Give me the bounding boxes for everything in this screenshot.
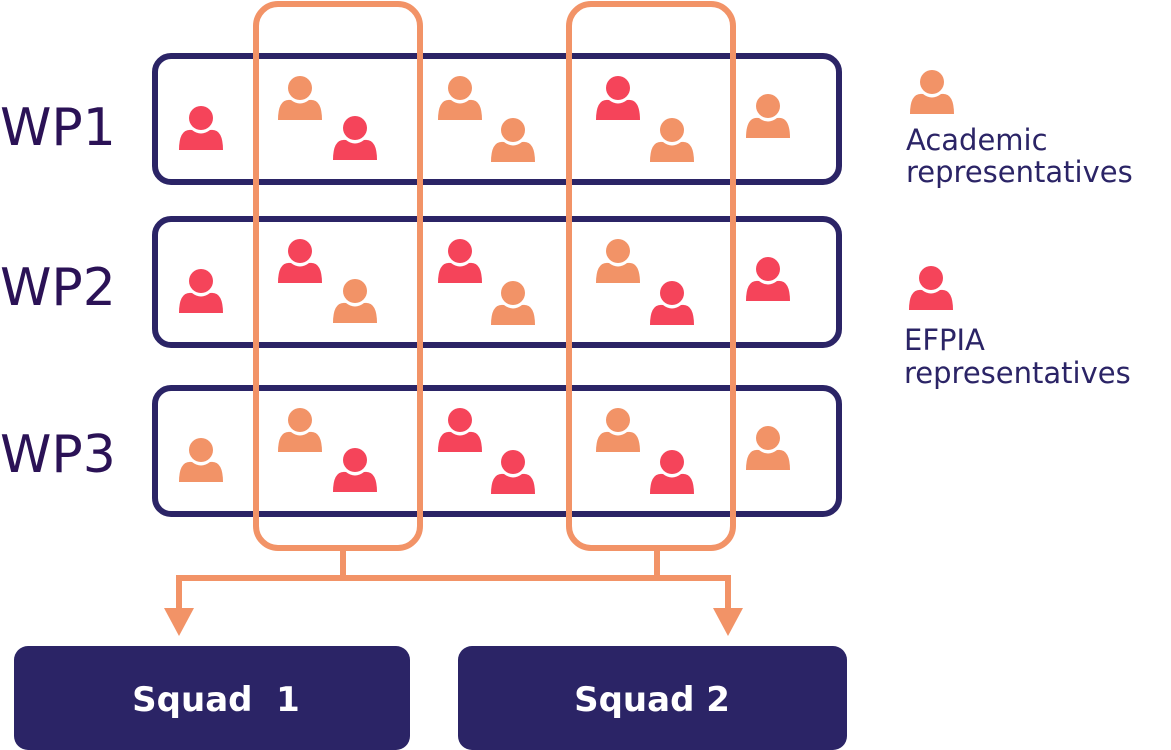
- wp-row-box: [152, 216, 842, 348]
- wp-row-1: WP1: [0, 53, 842, 185]
- efpia-person-icon: [278, 239, 322, 283]
- wp-label: WP2: [0, 258, 116, 318]
- academic-person-icon: [278, 408, 322, 452]
- efpia-person-icon: [438, 239, 482, 283]
- person-icon: [910, 70, 954, 114]
- wp-label: WP1: [0, 98, 116, 158]
- efpia-person-icon: [909, 266, 953, 310]
- wp-row-box: [152, 385, 842, 517]
- efpia-person-icon: [333, 448, 377, 492]
- legend: Academic representatives EFPIA represent…: [904, 70, 1133, 390]
- efpia-person-icon: [491, 450, 535, 494]
- wp-people: [179, 239, 790, 325]
- squad-1-label: Squad 1: [132, 680, 300, 720]
- person-icon: [909, 266, 953, 310]
- squad-1-box: Squad 1: [14, 646, 410, 750]
- wp-row-box: [152, 53, 842, 185]
- academic-person-icon: [746, 94, 790, 138]
- academic-person-icon: [333, 279, 377, 323]
- squad-2-outline: [566, 1, 736, 551]
- wp-people: [179, 76, 790, 162]
- efpia-person-icon: [650, 281, 694, 325]
- wp-row-2: WP2: [0, 216, 842, 348]
- academic-person-icon: [746, 426, 790, 470]
- wp-label: WP3: [0, 425, 116, 485]
- academic-person-icon: [278, 76, 322, 120]
- academic-person-icon: [650, 118, 694, 162]
- squad-1-outline: [253, 1, 423, 551]
- connector: [176, 548, 731, 614]
- efpia-person-icon: [650, 450, 694, 494]
- legend-academic-line2: representatives: [906, 155, 1133, 189]
- squad-2-label: Squad 2: [574, 680, 730, 720]
- efpia-person-icon: [333, 116, 377, 160]
- efpia-person-icon: [746, 257, 790, 301]
- academic-person-icon: [596, 239, 640, 283]
- efpia-person-icon: [438, 408, 482, 452]
- academic-person-icon: [596, 408, 640, 452]
- academic-person-icon: [179, 438, 223, 482]
- efpia-person-icon: [179, 106, 223, 150]
- academic-person-icon: [910, 70, 954, 114]
- legend-academic-line1: Academic: [906, 123, 1048, 157]
- squad-2-box: Squad 2: [458, 646, 847, 750]
- academic-person-icon: [491, 281, 535, 325]
- legend-efpia-line1: EFPIA: [904, 323, 985, 357]
- arrow-down-icon: [713, 608, 743, 636]
- efpia-person-icon: [596, 76, 640, 120]
- efpia-person-icon: [179, 269, 223, 313]
- academic-person-icon: [491, 118, 535, 162]
- arrow-down-icon: [164, 608, 194, 636]
- academic-person-icon: [438, 76, 482, 120]
- legend-efpia-line2: representatives: [904, 356, 1131, 390]
- wp-people: [179, 408, 790, 494]
- wp-row-3: WP3: [0, 385, 842, 517]
